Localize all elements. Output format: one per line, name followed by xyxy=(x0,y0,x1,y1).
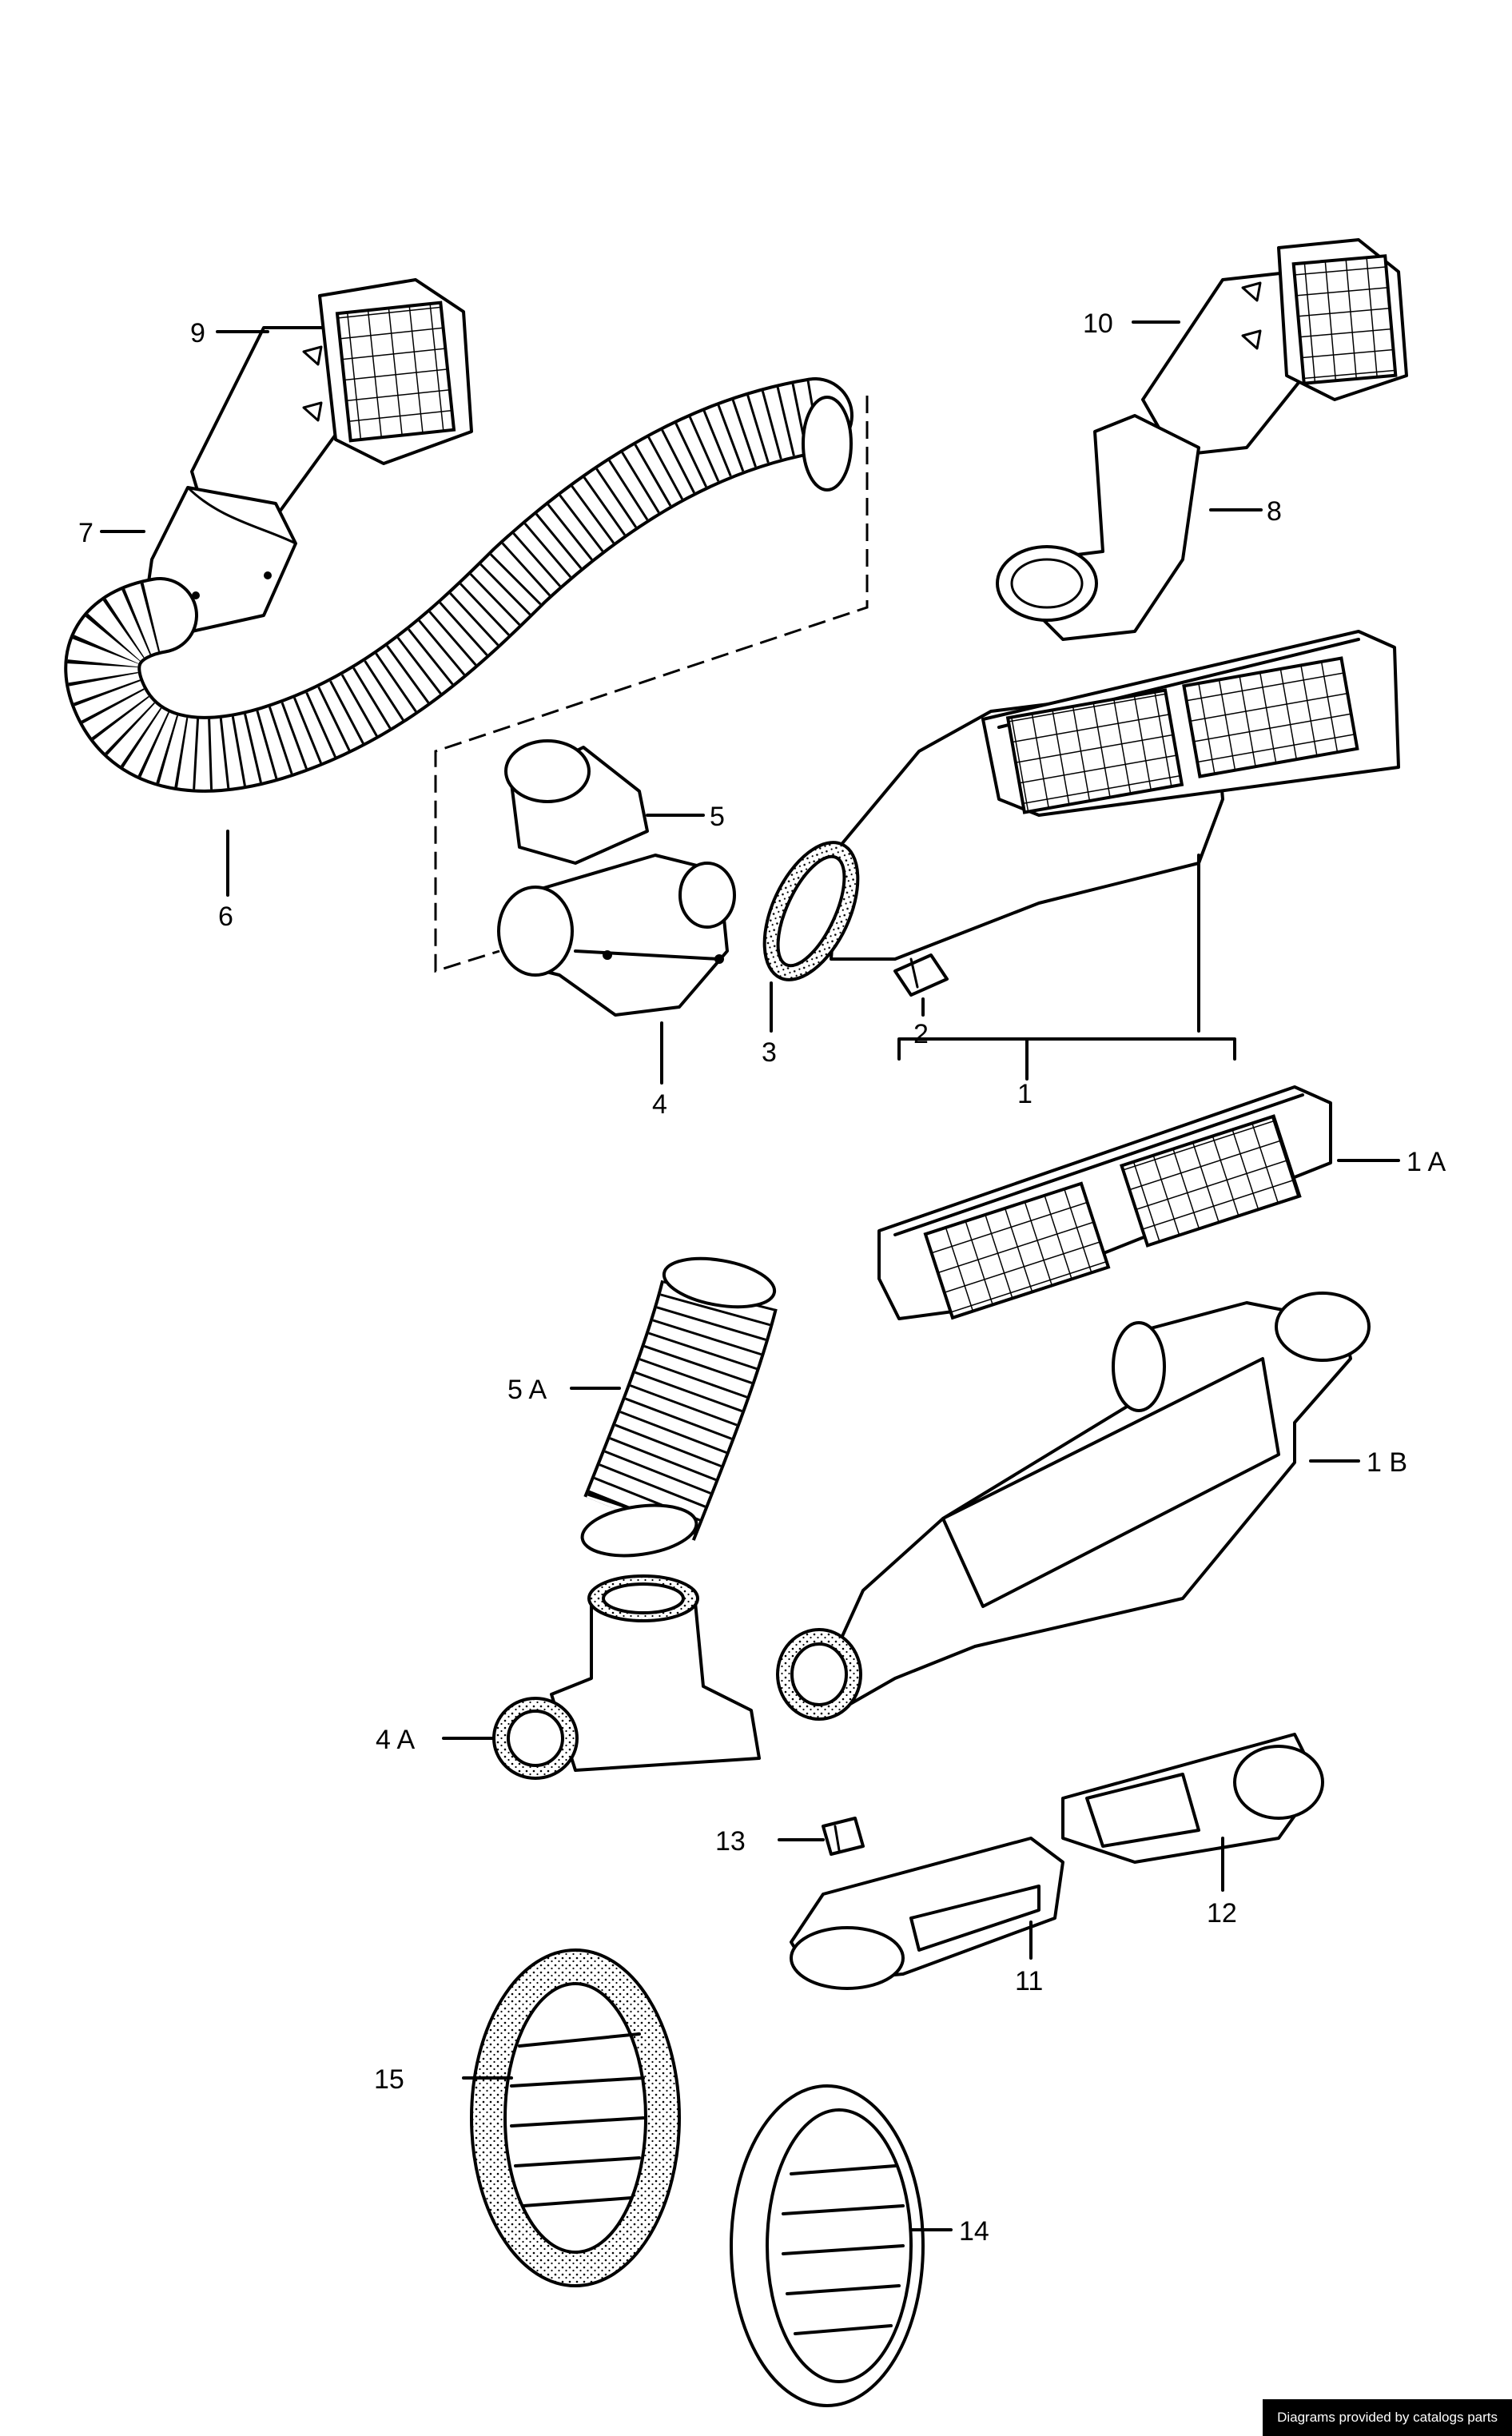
part-9-outlet-left xyxy=(190,278,473,513)
part-11-outlet xyxy=(790,1837,1064,1990)
label-12: 12 xyxy=(1207,1898,1237,1928)
label-11: 11 xyxy=(1015,1966,1043,1996)
part-13-clip xyxy=(822,1817,865,1856)
label-2: 2 xyxy=(913,1019,929,1049)
part-1A-vent-face xyxy=(877,1085,1332,1320)
part-10-outlet-right xyxy=(1141,238,1408,457)
label-10: 10 xyxy=(1083,308,1113,339)
label-15: 15 xyxy=(374,2064,404,2095)
part-14-oval-grille xyxy=(730,2084,925,2407)
part-5-connector xyxy=(504,739,649,865)
credit-banner: Diagrams provided by catalogs parts xyxy=(1263,2399,1512,2436)
part-4A-tee-piece xyxy=(492,1574,761,1780)
part-1B-duct-housing xyxy=(776,1292,1371,1721)
part-4-junction xyxy=(497,854,736,1017)
label-13: 13 xyxy=(715,1826,746,1857)
part-5A-short-hose xyxy=(580,1256,778,1558)
label-8: 8 xyxy=(1267,496,1282,527)
label-7: 7 xyxy=(78,518,94,548)
label-3: 3 xyxy=(762,1037,777,1068)
label-14: 14 xyxy=(959,2216,989,2247)
label-9: 9 xyxy=(190,318,205,348)
label-4A: 4 A xyxy=(376,1725,415,1755)
label-6: 6 xyxy=(218,902,233,932)
label-4: 4 xyxy=(652,1089,667,1120)
part-8-elbow-right xyxy=(996,414,1200,641)
label-5: 5 xyxy=(710,802,725,832)
part-6-flexible-hose xyxy=(64,377,853,793)
part-12-outlet xyxy=(1061,1733,1324,1864)
part-2-clip xyxy=(893,953,949,997)
label-1: 1 xyxy=(1017,1079,1033,1109)
part-15-oval-grille xyxy=(470,1948,681,2287)
label-1B: 1 B xyxy=(1367,1447,1407,1478)
part-3-gasket xyxy=(762,841,860,981)
label-5A: 5 A xyxy=(507,1375,547,1405)
part-1-vent-assembly xyxy=(830,630,1400,961)
part-labels: 9 10 7 8 5 6 3 2 4 1 1 A 1 B 5 A 4 A 13 … xyxy=(78,308,1446,2247)
leader-lines xyxy=(100,320,1400,2231)
label-1A: 1 A xyxy=(1407,1147,1446,1177)
